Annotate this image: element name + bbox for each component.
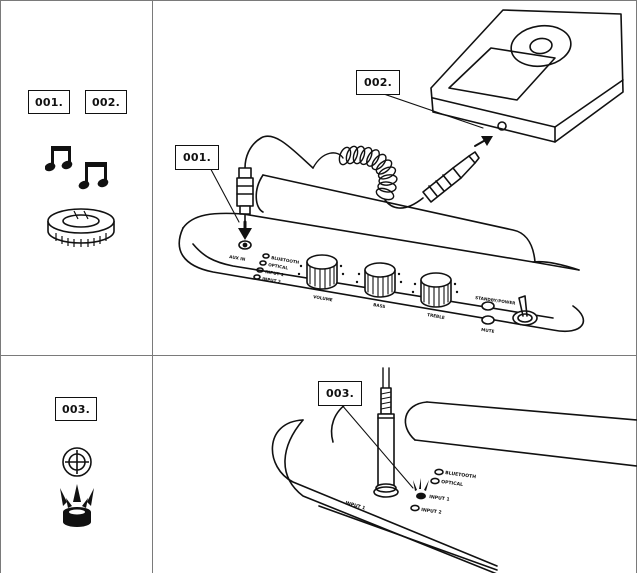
coiled-cable [312,145,398,201]
bass-knob [364,262,396,298]
lit-indicator [413,478,429,500]
knob-label-volume: VOLUME [313,294,333,302]
aux-connection-diagram: AUX IN BLUETOOTH OPTICAL INPUT 1 INPUT 2… [178,9,624,334]
input-label-bluetooth: BLUETOOTH [271,255,300,265]
lock-nut-icon [47,208,115,247]
music-notes-icon [45,146,109,190]
bottom-input-label-optical: OPTICAL [441,479,464,488]
knob-label-treble: TREBLE [427,312,445,320]
input-label-input1: INPUT 1 [265,269,284,277]
aux-in-label: AUX IN [229,254,246,262]
treble-knob [420,272,452,308]
step-label-002: 002. [85,90,127,114]
mute-label: MUTE [481,327,495,334]
bottom-input-label-input2: INPUT 2 [421,507,442,516]
step-label-001: 001. [28,90,70,114]
music-player-device [430,9,624,143]
diagram-label-003: 003. [318,381,362,406]
diagram-label-002: 002. [356,70,400,95]
step-label-003: 003. [55,397,97,421]
bottom-input-label-input1: INPUT 1 [429,494,450,503]
crosshair-connector-icon [62,447,92,477]
standby-label: STANDBY/POWER [475,295,517,306]
speaker-bar [178,174,585,333]
input-label-input2: INPUT 2 [262,276,281,284]
input-label-optical: OPTICAL [268,262,289,270]
knob-label-bass: BASS [373,302,386,309]
input-close-up-diagram: BLUETOOTH OPTICAL INPUT 1 INPUT 2 INPUT … [271,367,637,573]
bottom-input-label-bluetooth: BLUETOOTH [445,470,477,480]
diagram-label-001: 001. [175,145,219,170]
volume-knob [306,254,338,290]
player-side-plug [422,151,480,203]
input-cable [373,367,399,498]
toggle-switch [512,295,538,326]
bottom-port-label: INPUT 1 [344,500,365,511]
indicator-light-icon [60,484,94,527]
speaker-side-plug [236,167,254,227]
